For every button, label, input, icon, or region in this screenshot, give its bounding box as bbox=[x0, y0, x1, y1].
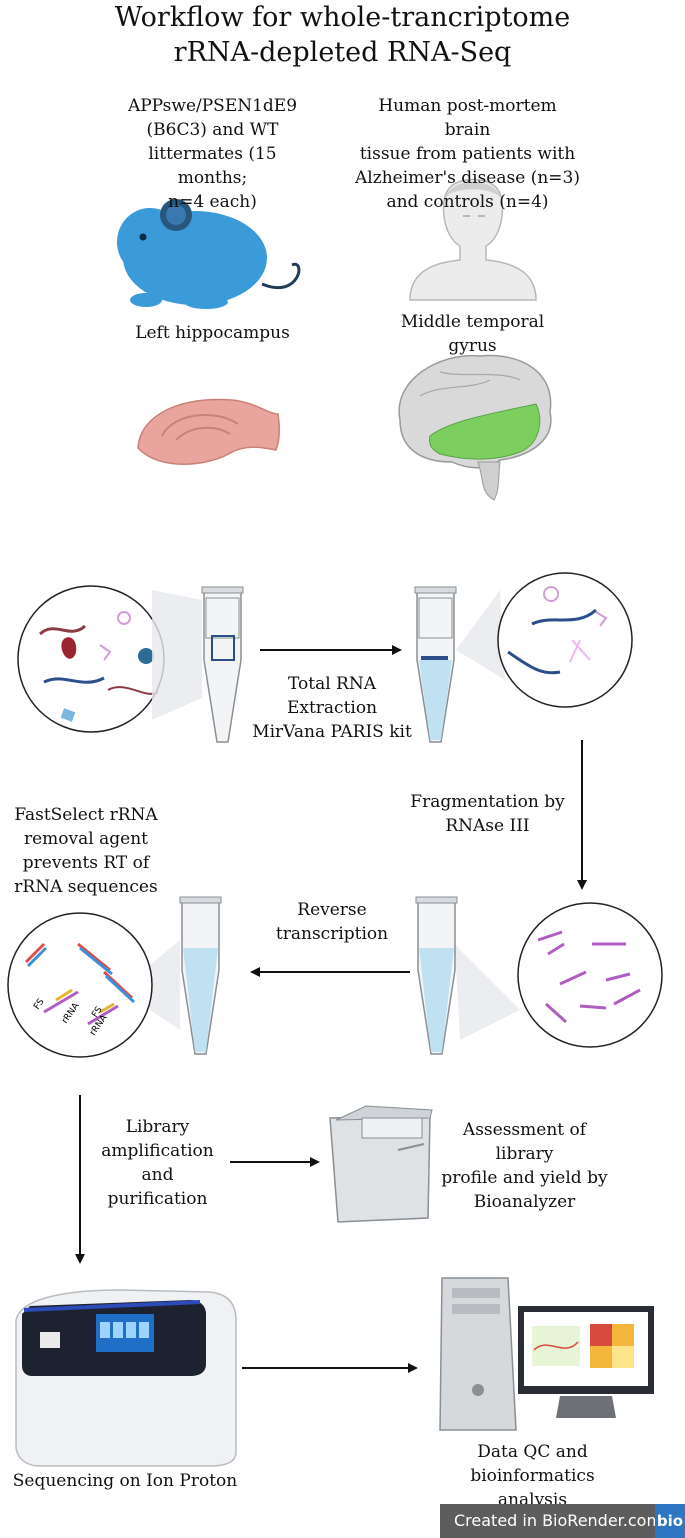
text-line: Assessment of library bbox=[462, 1120, 587, 1164]
fragmented-rna-circle bbox=[517, 902, 663, 1048]
badge-text: Created in BioRender.com bbox=[454, 1511, 663, 1530]
text-line: Data QC and bioinformatics bbox=[470, 1442, 595, 1486]
biorender-badge[interactable]: Created in BioRender.com bio bbox=[440, 1504, 685, 1538]
analysis-label: Data QC and bioinformatics analysis bbox=[420, 1440, 645, 1512]
brain-icon bbox=[398, 354, 552, 501]
human-sample-text: Human post-mortem brain tissue from pati… bbox=[355, 94, 580, 214]
tube-rna-icon bbox=[414, 586, 505, 743]
text-line: Fragmentation by bbox=[410, 792, 565, 812]
cell-contents-circle bbox=[17, 585, 165, 733]
text-line: prevents RT of bbox=[22, 853, 150, 873]
text-line: Human post-mortem brain bbox=[378, 96, 557, 140]
text-line: APPswe/PSEN1dE9 bbox=[127, 96, 298, 116]
text-line: and controls (n=4) bbox=[386, 192, 549, 212]
text-line: Bioanalyzer bbox=[473, 1192, 576, 1212]
text-line: Reverse bbox=[297, 900, 367, 920]
rt-circle bbox=[7, 912, 153, 1058]
text-line: littermates (15 months; bbox=[148, 144, 277, 188]
biorender-logo: bio bbox=[655, 1504, 685, 1538]
text-line: Total RNA bbox=[287, 674, 376, 694]
text-line: removal agent bbox=[24, 829, 148, 849]
text-line: Library bbox=[125, 1117, 190, 1137]
text-line: rRNA sequences bbox=[14, 877, 158, 897]
text-line: (B6C3) and WT bbox=[146, 120, 279, 140]
sequencer-icon bbox=[15, 1289, 237, 1467]
diagram-title: Workflow for whole-trancriptome rRNA-dep… bbox=[0, 0, 685, 70]
text-line: profile and yield by bbox=[441, 1168, 608, 1188]
hippocampus-icon bbox=[137, 398, 281, 465]
text-line: Alzheimer's disease (n=3) bbox=[355, 168, 580, 188]
mouse-icon bbox=[117, 199, 301, 309]
text-line: MirVana PARIS kit bbox=[252, 722, 412, 742]
tube-fragmented-icon bbox=[415, 896, 520, 1055]
left-hippocampus-label: Left hippocampus bbox=[135, 323, 290, 343]
text-line: Extraction bbox=[286, 698, 378, 718]
text-line: FastSelect rRNA bbox=[14, 805, 158, 825]
rna-circle bbox=[497, 572, 633, 708]
title-line-1: Workflow for whole-trancriptome bbox=[114, 2, 571, 33]
sequencing-label: Sequencing on Ion Proton bbox=[12, 1471, 238, 1491]
title-line-2: rRNA-depleted RNA-Seq bbox=[173, 37, 512, 68]
assessment-label: Assessment of library profile and yield … bbox=[432, 1118, 617, 1214]
fragmentation-label: Fragmentation by RNAse III bbox=[400, 790, 575, 838]
text-line: n=4 each) bbox=[168, 192, 257, 212]
text-line: and bbox=[141, 1165, 174, 1185]
human-bust-icon bbox=[409, 178, 537, 301]
text-line: Middle temporal bbox=[400, 312, 545, 332]
tube-lysate-icon bbox=[152, 586, 244, 743]
text-line: transcription bbox=[275, 924, 389, 944]
text-line: amplification bbox=[101, 1141, 214, 1161]
text-line: gyrus bbox=[448, 336, 497, 356]
extraction-label: Total RNA Extraction MirVana PARIS kit bbox=[252, 672, 412, 744]
text-line: RNAse III bbox=[445, 816, 530, 836]
middle-temporal-gyrus-label: Middle temporal gyrus bbox=[380, 310, 565, 358]
reverse-transcription-label: Reverse transcription bbox=[262, 898, 402, 946]
fastselect-label: FastSelect rRNA removal agent prevents R… bbox=[6, 803, 166, 899]
library-label: Library amplification and purification bbox=[100, 1115, 215, 1211]
text-line: purification bbox=[107, 1189, 208, 1209]
bioanalyzer-icon bbox=[329, 1105, 433, 1223]
computer-icon bbox=[439, 1277, 654, 1431]
mouse-sample-text: APPswe/PSEN1dE9 (B6C3) and WT littermate… bbox=[120, 94, 305, 214]
text-line: tissue from patients with bbox=[359, 144, 576, 164]
